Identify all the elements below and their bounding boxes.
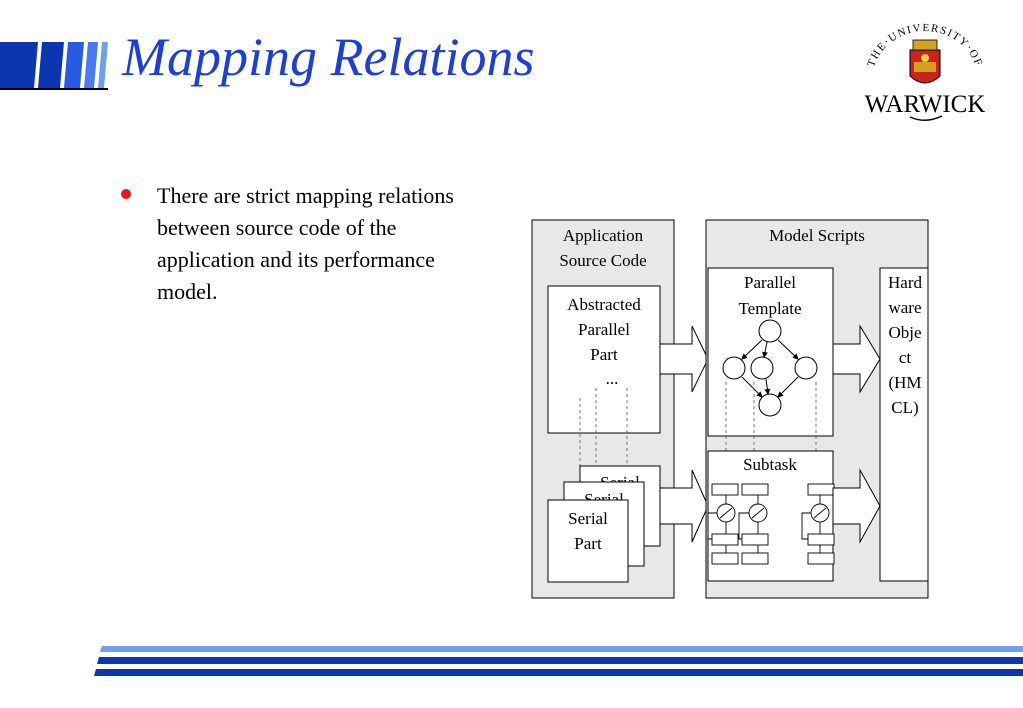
app-header-line2: Source Code [559, 251, 646, 270]
model-scripts-header: Model Scripts [769, 226, 865, 245]
bullet-point-icon [121, 189, 131, 199]
hw-line2: ware [888, 298, 921, 317]
hardware-object-box [879, 267, 929, 582]
subtask-label: Subtask [743, 455, 797, 474]
arrow-subtask-hardware [832, 468, 881, 544]
template-line2: Template [738, 299, 801, 318]
abstracted-line2: Parallel [578, 320, 630, 339]
hw-line5: (HM [888, 373, 921, 392]
crest-icon [909, 39, 941, 84]
arrow-template-hardware [832, 324, 881, 394]
serial-front-line1: Serial [568, 509, 608, 528]
hw-line1: Hard [888, 273, 922, 292]
abstracted-parallel-box [547, 285, 661, 434]
logo-name: WARWICK [865, 91, 986, 118]
hw-line6: CL) [891, 398, 918, 417]
university-logo: THE·UNIVERSITY·OF WARWICK [865, 22, 986, 121]
footer-bars-decoration [94, 646, 1023, 676]
bullet-text: There are strict mapping relations betwe… [157, 183, 454, 304]
serial-part-front [547, 499, 629, 583]
slide-title: Mapping Relations [122, 27, 535, 87]
parallel-template-graph [722, 319, 818, 417]
abstracted-ellipsis: ... [606, 369, 619, 388]
hw-line4: ct [899, 348, 912, 367]
abstracted-line1: Abstracted [567, 295, 641, 314]
app-header-line1: Application [563, 226, 644, 245]
template-line1: Parallel [744, 273, 796, 292]
abstracted-line3: Part [590, 345, 618, 364]
serial-front-line2: Part [574, 534, 602, 553]
arrow-serial-mapping [659, 469, 709, 543]
title-bars-decoration [0, 42, 108, 90]
hw-line3: Obje [888, 323, 921, 342]
mapping-diagram: Application Source Code Abstracted Paral… [531, 219, 929, 599]
arrow-parallel-mapping [659, 325, 709, 393]
subtask-flow [711, 483, 835, 565]
